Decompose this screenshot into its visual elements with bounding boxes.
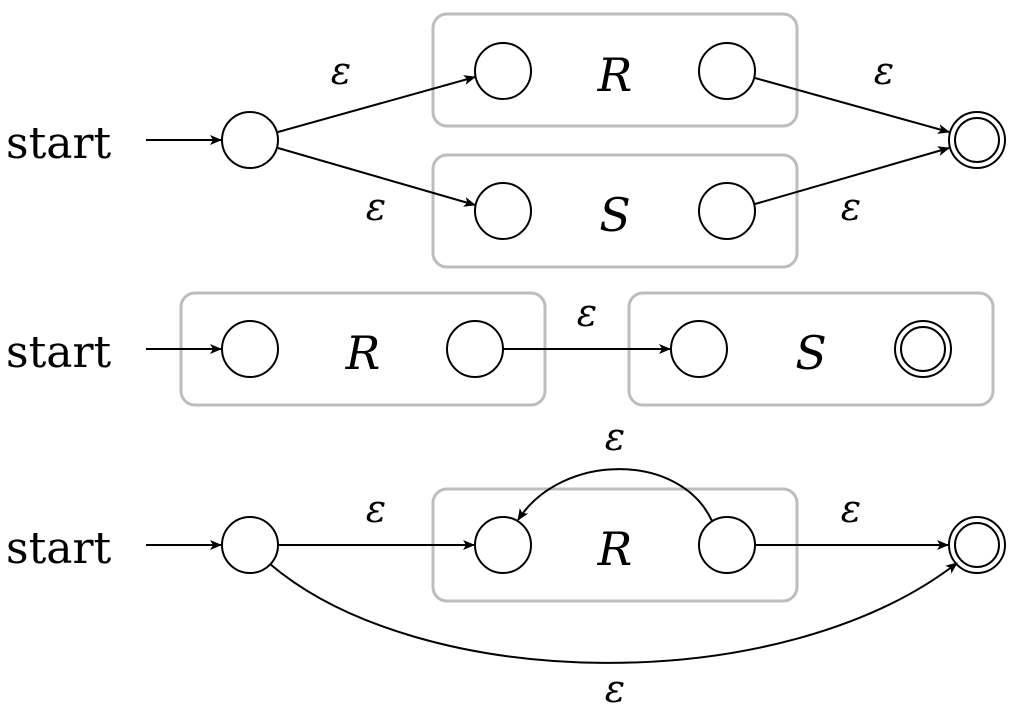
r-label: R — [345, 326, 381, 380]
r-start-state — [474, 42, 532, 100]
initial-state — [221, 111, 279, 169]
kleene-star-diagram: start R ε ε ε ε — [6, 415, 1006, 710]
s-end-state — [698, 182, 756, 240]
epsilon-loop-back-edge — [517, 468, 713, 522]
epsilon-label: ε — [605, 667, 625, 710]
epsilon-edge-s-to-accept — [754, 146, 950, 205]
s-label: S — [795, 326, 827, 380]
accept-state-inner — [954, 117, 1000, 163]
epsilon-label: ε — [841, 185, 861, 229]
epsilon-label: ε — [331, 49, 351, 93]
epsilon-label: ε — [366, 487, 386, 531]
r-label: R — [597, 522, 633, 576]
r-end-state — [698, 516, 756, 574]
epsilon-edge-r-to-accept — [754, 77, 950, 134]
r-end-state — [446, 320, 504, 378]
s-start-state — [670, 320, 728, 378]
accept-state-inner — [900, 326, 946, 372]
epsilon-label: ε — [841, 487, 861, 531]
concatenation-diagram: start R S ε — [6, 291, 995, 407]
epsilon-edge-to-s — [277, 147, 476, 207]
r-box — [431, 12, 799, 128]
r-label: R — [597, 48, 633, 102]
accept-state-inner — [954, 522, 1000, 568]
s-start-state — [474, 182, 532, 240]
epsilon-label: ε — [366, 185, 386, 229]
r-start-state — [474, 516, 532, 574]
start-label: start — [6, 118, 112, 169]
r-end-state — [698, 42, 756, 100]
epsilon-label: ε — [605, 415, 625, 459]
start-label: start — [6, 523, 112, 574]
r-start-state — [221, 320, 279, 378]
epsilon-skip-edge — [269, 562, 958, 664]
epsilon-edge-to-r — [277, 75, 476, 133]
start-label: start — [6, 327, 112, 378]
s-box — [431, 153, 799, 269]
epsilon-label: ε — [577, 291, 597, 335]
union-diagram: start R S ε ε ε ε — [6, 12, 1006, 269]
s-label: S — [599, 188, 631, 242]
epsilon-label: ε — [874, 49, 894, 93]
